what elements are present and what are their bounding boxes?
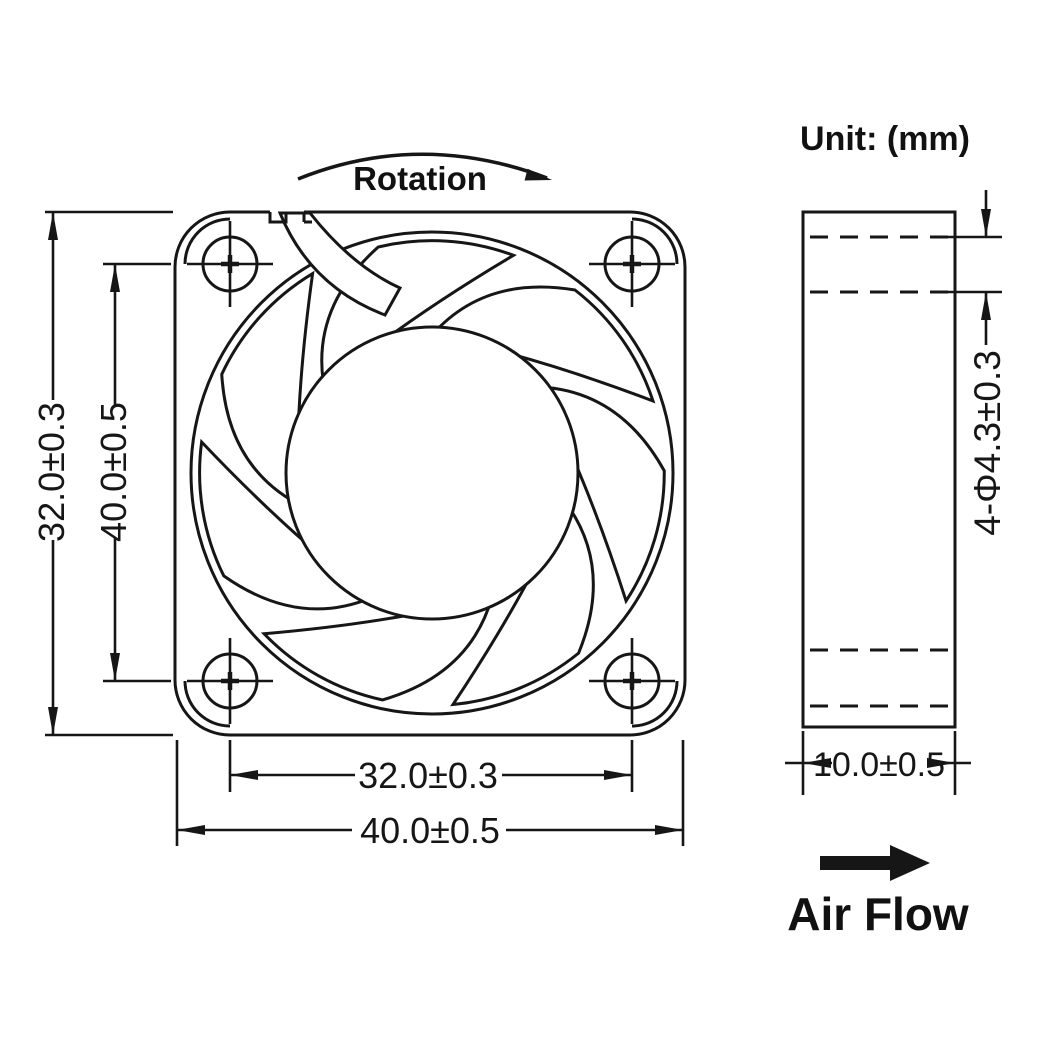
dim-hole-diameter: 4-Φ4.3±0.3 — [935, 190, 1008, 536]
rotation-label: Rotation — [353, 160, 487, 197]
dim-bottom-inner-text: 32.0±0.3 — [358, 755, 498, 796]
unit-label: Unit: (mm) — [800, 120, 970, 158]
rotation-arc — [297, 152, 548, 181]
dim-left-inner: 40.0±0.5 — [93, 262, 171, 683]
corner-boss-arcs — [183, 217, 679, 728]
dim-depth-text: 10.0±0.5 — [813, 746, 945, 784]
fan-hub — [284, 325, 580, 621]
fan-front-view — [173, 210, 687, 737]
venturi-circle — [189, 230, 675, 716]
mounting-hole-bottom-right — [589, 638, 675, 724]
dim-left-inner-text: 40.0±0.5 — [93, 402, 134, 542]
rotation-annotation: Rotation — [297, 152, 552, 197]
dim-left-outer-text: 32.0±0.3 — [31, 402, 72, 542]
fan-frame-outline — [173, 210, 687, 737]
mounting-holes — [187, 221, 675, 724]
fan-side-view — [801, 210, 957, 729]
rotation-arrowhead-icon — [524, 168, 552, 181]
frame-top-notch — [268, 212, 312, 224]
dim-left-outer: 32.0±0.3 — [31, 210, 173, 737]
air-flow-label: Air Flow — [787, 888, 969, 940]
mounting-hole-top-left — [187, 221, 273, 307]
hole-depth-dashed-lines — [810, 235, 948, 708]
dim-bottom-inner: 32.0±0.3 — [228, 740, 634, 796]
air-flow-annotation: Air Flow — [787, 845, 969, 940]
wire-channel-strut — [277, 211, 403, 317]
mounting-hole-top-right — [589, 221, 675, 307]
mounting-hole-bottom-left — [187, 638, 273, 724]
air-flow-arrow-icon — [820, 845, 930, 881]
dim-bottom-outer: 40.0±0.5 — [175, 740, 685, 851]
dim-depth: 10.0±0.5 — [785, 731, 971, 795]
dim-bottom-outer-text: 40.0±0.5 — [360, 810, 500, 851]
side-view-body — [801, 210, 957, 729]
dim-hole-diameter-text: 4-Φ4.3±0.3 — [967, 350, 1008, 536]
